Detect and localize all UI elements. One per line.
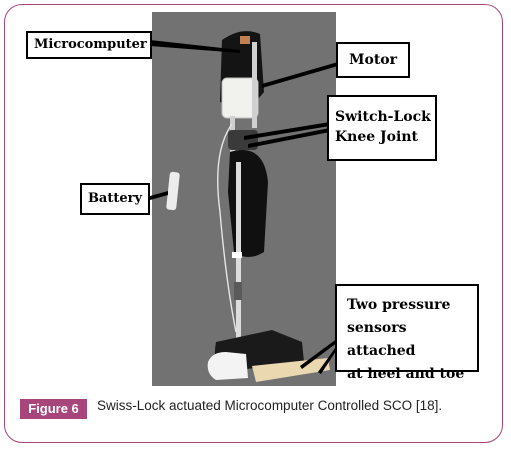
label-switch-lock-knee-joint: Switch-Lock Knee Joint bbox=[327, 95, 437, 161]
orthosis-illustration bbox=[152, 12, 336, 386]
figure-caption: Swiss-Lock actuated Microcomputer Contro… bbox=[97, 398, 443, 413]
label-pressure-sensors: Two pressure sensors attached at heel an… bbox=[335, 284, 479, 382]
orthosis-photo bbox=[152, 12, 336, 386]
label-microcomputer: Microcomputer bbox=[26, 31, 152, 59]
label-motor: Motor bbox=[336, 42, 410, 78]
label-battery: Battery bbox=[80, 183, 150, 215]
figure-number-badge: Figure 6 bbox=[20, 399, 87, 419]
label-pressure-line-3: at heel and toe bbox=[347, 366, 465, 382]
label-pressure-line-2: sensors attached bbox=[347, 320, 416, 359]
label-pressure-line-1: Two pressure bbox=[347, 297, 451, 313]
label-switch-lock-line-1: Switch-Lock bbox=[335, 109, 431, 125]
label-switch-lock-line-2: Knee Joint bbox=[335, 129, 418, 145]
